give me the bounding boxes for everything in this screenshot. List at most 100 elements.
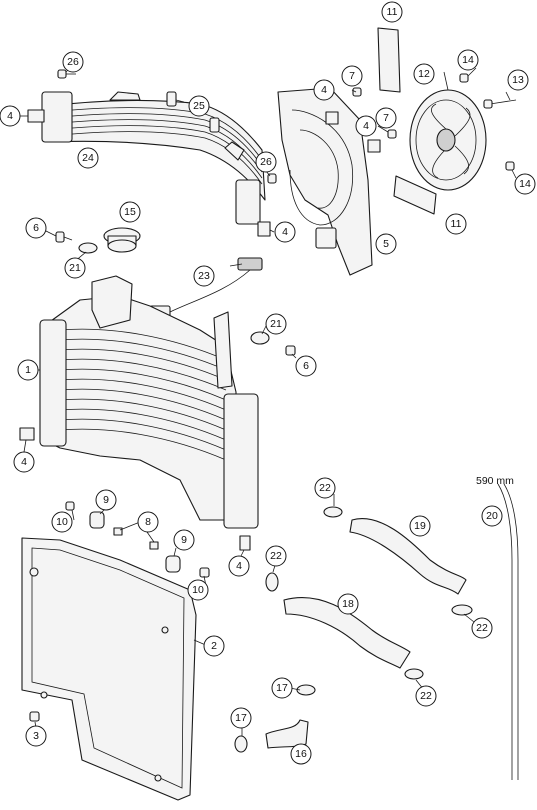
callout-12: 12 <box>413 63 435 85</box>
callout-24: 24 <box>77 147 99 169</box>
svg-text:11: 11 <box>451 218 462 230</box>
svg-text:1: 1 <box>25 364 31 376</box>
svg-text:16: 16 <box>295 748 307 760</box>
screw-10-upper <box>65 501 75 511</box>
svg-text:7: 7 <box>383 112 389 124</box>
svg-text:11: 11 <box>387 6 398 18</box>
upper-radiator <box>41 91 266 225</box>
svg-text:18: 18 <box>342 598 354 610</box>
screw-6-lower <box>285 345 296 356</box>
callout-22: 22 <box>471 617 493 639</box>
svg-text:22: 22 <box>270 550 282 562</box>
radiator-cap-15 <box>103 227 141 253</box>
callout-21: 21 <box>265 313 287 335</box>
screw-10-lower <box>199 567 210 578</box>
svg-text:3: 3 <box>33 730 39 742</box>
svg-text:13: 13 <box>512 74 524 86</box>
callout-11: 11 <box>381 1 403 23</box>
callout-6: 6 <box>295 355 317 377</box>
svg-text:26: 26 <box>260 156 272 168</box>
clamp-22-d <box>404 668 424 680</box>
callout-11: 11 <box>445 213 467 235</box>
clip-4-bracket <box>239 535 251 551</box>
callout-5: 5 <box>375 233 397 255</box>
svg-text:17: 17 <box>276 682 288 694</box>
callout-4: 4 <box>228 555 250 577</box>
svg-text:10: 10 <box>192 584 204 596</box>
svg-text:14: 14 <box>519 178 531 190</box>
svg-text:22: 22 <box>420 690 432 702</box>
svg-text:19: 19 <box>414 520 426 532</box>
svg-text:8: 8 <box>145 516 151 528</box>
callout-8: 8 <box>137 511 159 533</box>
callout-22: 22 <box>314 477 336 499</box>
cooling-fan-12 <box>409 89 487 191</box>
fan-shroud <box>277 87 373 276</box>
svg-text:10: 10 <box>56 516 68 528</box>
screw-14-lower <box>505 161 515 171</box>
callout-20: 20 <box>481 505 503 527</box>
screw-26-lower <box>267 173 277 184</box>
svg-text:4: 4 <box>282 226 288 238</box>
screw-14-upper <box>459 73 469 83</box>
callout-4: 4 <box>355 115 377 137</box>
hose-19 <box>349 518 467 595</box>
svg-text:9: 9 <box>103 494 109 506</box>
svg-text:21: 21 <box>69 262 81 274</box>
svg-text:20: 20 <box>486 510 498 522</box>
svg-text:2: 2 <box>211 640 217 652</box>
callout-14: 14 <box>514 173 536 195</box>
svg-text:14: 14 <box>462 54 474 66</box>
svg-text:4: 4 <box>7 110 13 122</box>
callout-22: 22 <box>415 685 437 707</box>
callout-2: 2 <box>203 635 225 657</box>
clip-4-upper-left <box>27 109 45 123</box>
rubber-9-right <box>165 555 181 573</box>
callout-26: 26 <box>62 51 84 73</box>
screw-7-lower <box>387 129 397 139</box>
svg-text:17: 17 <box>235 712 247 724</box>
bolt-13 <box>483 99 517 109</box>
main-radiator <box>39 275 259 529</box>
callout-25: 25 <box>188 95 210 117</box>
screw-3 <box>29 711 40 722</box>
callout-3: 3 <box>25 725 47 747</box>
callout-9: 9 <box>173 529 195 551</box>
clamp-22-c <box>451 604 473 616</box>
svg-text:4: 4 <box>236 560 242 572</box>
svg-text:22: 22 <box>476 622 488 634</box>
svg-text:4: 4 <box>321 84 327 96</box>
callout-17: 17 <box>230 707 252 729</box>
callout-18: 18 <box>337 593 359 615</box>
heat-shield-11-upper <box>377 27 401 93</box>
callout-26: 26 <box>255 151 277 173</box>
clamp-17-b <box>234 735 248 753</box>
screw-7-upper <box>352 87 362 97</box>
svg-text:22: 22 <box>319 482 331 494</box>
rubber-9-left <box>89 511 105 529</box>
callout-9: 9 <box>95 489 117 511</box>
callout-14: 14 <box>457 49 479 71</box>
svg-text:15: 15 <box>124 206 136 218</box>
svg-text:5: 5 <box>383 238 389 250</box>
callout-21: 21 <box>64 257 86 279</box>
callout-10: 10 <box>51 511 73 533</box>
washer-21-upper <box>78 242 98 254</box>
svg-text:24: 24 <box>82 152 94 164</box>
radiator-guard-2 <box>21 537 197 801</box>
callout-7: 7 <box>341 65 363 87</box>
screw-6-upper <box>55 231 73 243</box>
clamp-17-a <box>296 684 316 696</box>
clip-4-shroud-a <box>325 111 339 125</box>
callout-16: 16 <box>290 743 312 765</box>
screw-26-upper <box>57 69 76 79</box>
callout-1: 1 <box>17 359 39 381</box>
washer-21-lower <box>250 331 270 345</box>
svg-text:4: 4 <box>21 456 27 468</box>
clip-4-upper-rad <box>257 221 271 237</box>
svg-text:9: 9 <box>181 534 187 546</box>
svg-text:6: 6 <box>33 222 39 234</box>
callout-23: 23 <box>193 265 215 287</box>
callout-17: 17 <box>271 677 293 699</box>
